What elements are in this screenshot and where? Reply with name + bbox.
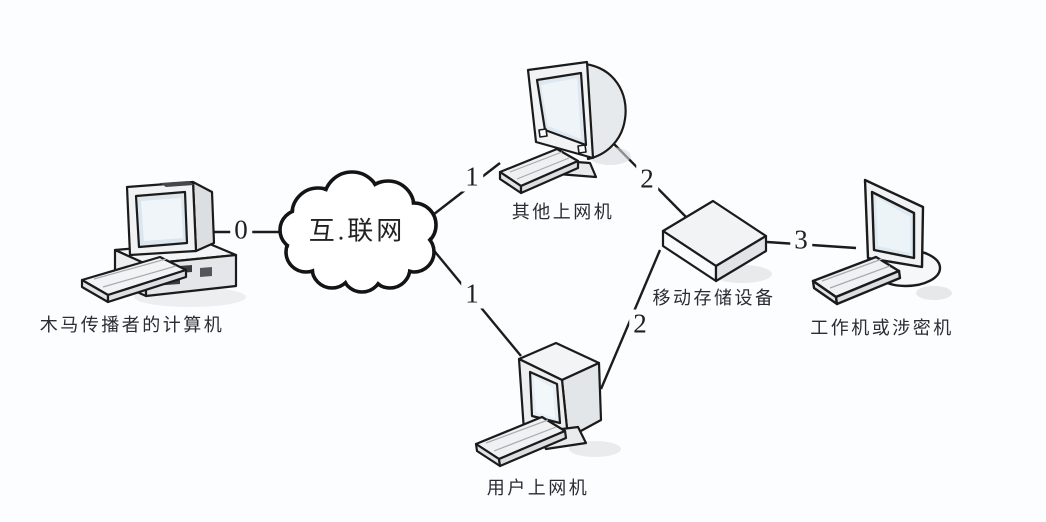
user-computer-icon (474, 341, 621, 468)
internet-cloud-icon (278, 170, 438, 294)
label-mobile-storage-device: 移动存储设备 (652, 288, 776, 308)
other-computer-icon (498, 60, 631, 195)
edge-label-2-top: 2 (636, 164, 658, 194)
edge-label-1-top: 1 (461, 162, 483, 192)
label-trojan-computer: 木马传播者的计算机 (39, 315, 225, 335)
edge-label-0: 0 (230, 215, 252, 245)
edge-label-3: 3 (790, 225, 812, 255)
storage-device-icon (661, 199, 772, 283)
label-user-internet-computer: 用户上网机 (486, 478, 590, 498)
work-computer-icon (811, 178, 952, 306)
edge-label-2-bottom: 2 (629, 309, 651, 339)
internet-cloud-label: 互.联网 (308, 216, 406, 246)
label-other-internet-computer: 其他上网机 (511, 202, 615, 222)
edge-label-1-bottom: 1 (461, 279, 483, 309)
label-work-or-secret-computer: 工作机或涉密机 (810, 318, 954, 338)
trojan-computer-icon (80, 180, 246, 307)
